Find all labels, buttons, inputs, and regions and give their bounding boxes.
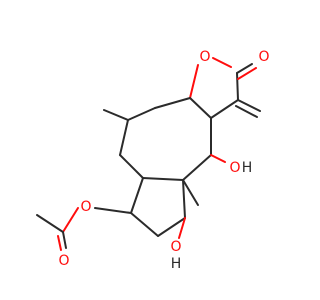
bond-acyl-co-a — [62, 231, 67, 249]
hydroxyl-upper-o: O — [229, 160, 240, 176]
seven-membered-ring — [103, 97, 212, 181]
ring-oxygen: O — [199, 49, 210, 65]
bond-c4-carbonyl-a — [236, 63, 253, 74]
hydroxyl-lower-o: O — [170, 239, 181, 255]
bond-c9-c8 — [119, 119, 129, 156]
bond-c13-oh — [178, 217, 186, 239]
hydroxyl-upper-h: H — [242, 160, 253, 176]
bond-c5-oh — [210, 154, 226, 163]
bond-c9-methyl — [103, 109, 129, 121]
bond-c11-oac — [94, 207, 132, 214]
bond-o-acyl — [62, 207, 79, 233]
bond-c2-c3 — [210, 99, 239, 119]
bond-c10-c9 — [127, 107, 156, 121]
bond-c3-methylene-b — [235, 105, 258, 118]
bond-c7-c11 — [130, 177, 144, 214]
bond-c7-c6 — [142, 177, 184, 181]
bond-acyl-co-b — [57, 235, 62, 251]
hydroxyl-lower-h: H — [171, 256, 182, 272]
carbonyl-oxygen: O — [258, 49, 269, 65]
bond-o1-c1 — [189, 64, 199, 99]
bond-c3-methylene-a — [237, 99, 261, 112]
bond-c4-o1 — [212, 57, 232, 68]
acetate-group — [36, 207, 132, 251]
bond-c6-c5 — [182, 154, 212, 181]
bond-c11-c12 — [130, 212, 159, 237]
lactone-ring — [189, 57, 261, 119]
bond-c6-methyl — [182, 179, 199, 206]
bond-c13-c6 — [182, 179, 186, 219]
acetate-carbonyl-oxygen: O — [58, 253, 69, 269]
acetate-ether-oxygen: O — [80, 199, 91, 215]
bond-c12-c13 — [157, 217, 186, 237]
hydroxyl-upper: O H — [210, 154, 253, 176]
bond-c1-c10 — [154, 97, 191, 109]
bond-c1-c2 — [189, 97, 212, 119]
molecule-structure: O H O H O O O O — [36, 49, 270, 272]
bond-c3-c4 — [236, 72, 239, 101]
bond-c8-c7 — [119, 154, 144, 179]
bond-acyl-methyl — [36, 214, 64, 233]
bond-c4-carbonyl-b — [237, 67, 257, 80]
cyclopentane-ring — [130, 177, 199, 237]
hydroxyl-lower: O H — [170, 217, 186, 272]
